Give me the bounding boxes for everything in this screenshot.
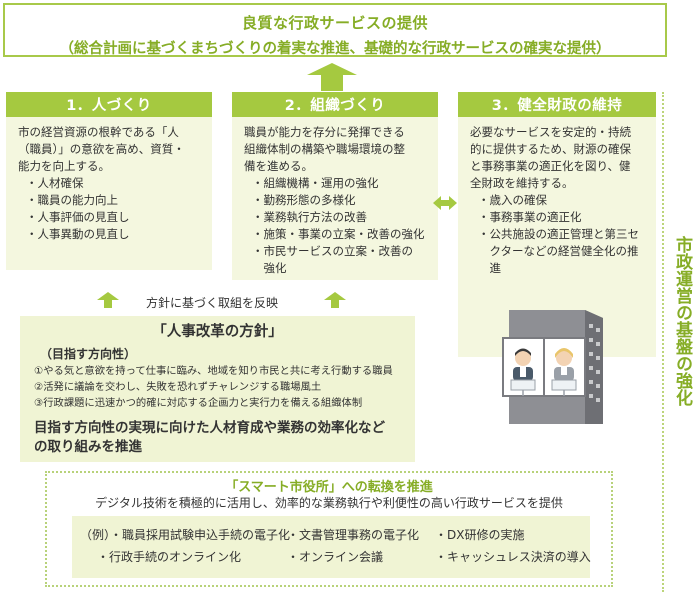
smart-description: デジタル技術を積極的に活用し、効率的な業務執行や利便性の高い行政サービスを提供 [95,496,563,510]
reform-subtitle: （目指す方向性） [40,347,137,361]
reform-item: ②活発に議論を交わし、失敗を恐れずチャレンジする職場風土 [34,381,322,393]
column-intro-line: 職員が能力を存分に発揮できる [244,125,405,139]
list-item: ・職員の能力向上 [26,193,118,207]
reflect-label: 方針に基づく取組を反映 [146,296,279,310]
list-item: ・人事評価の見直し [26,210,130,224]
example-item: ・DX研修の実施 [435,528,525,542]
list-item: ・市民サービスの立案・改善の [252,244,413,258]
column-intro-line: 必要なサービスを安定的・持続 [470,125,631,139]
reform-summary-line: の取り組みを推進 [34,439,142,455]
list-item: ・人事異動の見直し [26,227,130,241]
example-item: ・オンライン会議 [287,550,384,564]
list-item: ・施策・事業の立案・改善の強化 [252,227,425,241]
column-intro-line: 備を進める。 [244,159,313,173]
double-arrow-icon [433,196,457,210]
smart-title: 「スマート市役所」への転換を推進 [225,480,433,495]
column-intro-line: と事務事業の適正化を図り、健 [470,159,631,173]
column-intro-line: 市の経営資源の根幹である「人 [18,125,179,139]
column-intro-line: 組織体制の構築や職場環境の整 [244,142,405,156]
office-illustration [502,310,603,424]
list-item: ・人材確保 [26,176,84,190]
smart-examples-box [72,516,590,578]
column-body-finance: 必要なサービスを安定的・持続 的に提供するため、財源の確保 と事務事業の適正化を… [458,117,656,357]
list-item: 強化 [252,261,287,275]
reform-policy-box [20,316,415,462]
up-arrow-icon [324,292,346,308]
up-arrow-icon [307,63,357,91]
up-arrow-icon [97,292,119,308]
list-item: ・勤務形態の多様化 [252,193,356,207]
example-item: （例）・職員採用試験申込手続の電子化 [80,528,291,542]
reform-summary-line: 目指す方向性の実現に向けた人材育成や業務の効率化など [34,420,385,436]
column-header-people: 1．人づくり [6,92,212,117]
column-intro-line: 的に提供するため、財源の確保 [470,142,631,156]
goal-box: 良質な行政サービスの提供 （総合計画に基づくまちづくりの着実な推進、基礎的な行政… [3,3,667,57]
example-item: ・文書管理事務の電子化 [287,528,420,542]
reform-summary: 目指す方向性の実現に向けた人材育成や業務の効率化など の取り組みを推進 [34,419,404,457]
column-body-people: 市の経営資源の根幹である「人 （職員）」の意欲を高め、資質・ 能力を向上する。 … [6,117,212,270]
column-intro-line: （職員）」の意欲を高め、資質・ [18,142,185,156]
column-header-organization: 2．組織づくり [232,92,438,117]
list-item: ・組織機構・運用の強化 [252,176,379,190]
reform-title: 「人事改革の方針」 [152,324,283,340]
reform-item: ①やる気と意欲を持って仕事に臨み、地域を知り市民と共に考え行動する職員 [34,365,393,377]
goal-title: 良質な行政サービスの提供 [241,14,428,32]
example-item: ・キャッシュレス決済の導入 [435,550,591,564]
column-intro-line: 全財政を維持する。 [470,176,574,190]
column-intro-line: 能力を向上する。 [18,159,110,173]
goal-subtitle: （総合計画に基づくまちづくりの着実な推進、基礎的な行政サービスの確実な提供） [59,41,611,57]
list-item: ・事務事業の適正化 [478,210,582,224]
vertical-divider [662,92,664,592]
list-item: クターなどの経営健全化の推 [478,244,639,258]
column-body-organization: 職員が能力を存分に発揮できる 組織体制の構築や職場環境の整 備を進める。 ・組織… [232,117,438,280]
list-item: ・歳入の確保 [478,193,547,207]
list-item: ・業務執行方法の改善 [252,210,367,224]
vertical-label: 市政運営の基盤の強化 [672,236,692,406]
column-header-finance: 3．健全財政の維持 [458,92,656,117]
reform-item: ③行政課題に迅速かつ的確に対応する企画力と実行力を備える組織体制 [34,397,363,409]
list-item: ・公共施設の適正管理と第三セ [478,227,639,241]
example-item: ・行政手続のオンライン化 [97,550,242,564]
list-item: 進 [478,261,501,275]
